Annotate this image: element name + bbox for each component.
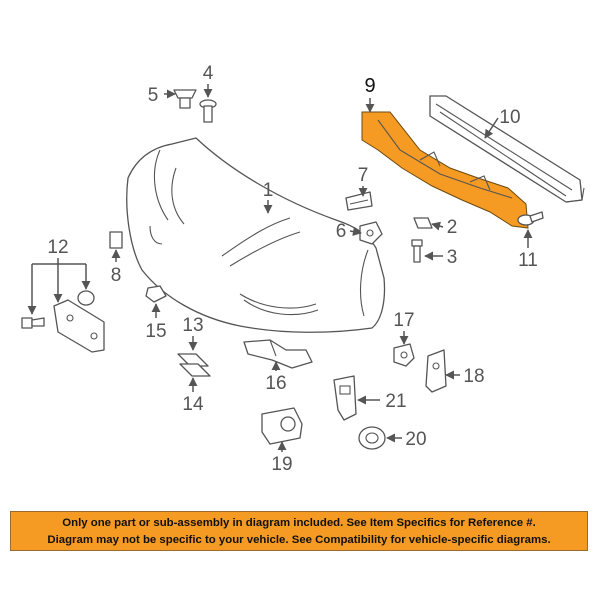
callout-13: 13 (182, 315, 203, 336)
bumper-cover-part (126, 137, 386, 333)
callout-21: 21 (385, 391, 406, 412)
leader-lines (27, 84, 533, 452)
bracket-part-21 (333, 375, 357, 421)
callout-17: 17 (393, 310, 414, 331)
retainer-part-6 (359, 221, 383, 245)
callout-16: 16 (265, 373, 286, 394)
callout-18: 18 (463, 366, 484, 387)
callout-10: 10 (499, 107, 520, 128)
nut-part-2 (413, 217, 433, 229)
reinforcement-bar-part (429, 95, 585, 203)
disclaimer-line-1: Only one part or sub-assembly in diagram… (62, 517, 536, 529)
callout-4: 4 (203, 63, 214, 84)
callout-20: 20 (405, 429, 426, 450)
bracket-part-12 (21, 290, 105, 353)
bolt-part-4 (199, 99, 217, 123)
parking-sensor-part-19 (261, 407, 303, 445)
duct-part-16 (243, 339, 313, 369)
grommet-part-20 (358, 426, 386, 450)
callout-14: 14 (182, 394, 204, 415)
callout-15: 15 (145, 321, 166, 342)
energy-absorber-part (361, 111, 529, 229)
disclaimer-line-2: Diagram may not be specific to your vehi… (47, 534, 551, 546)
disclaimer-banner: Only one part or sub-assembly in diagram… (10, 511, 588, 551)
bolt-part-3 (411, 239, 423, 263)
callout-9: 9 (364, 75, 375, 97)
clip-part-17 (393, 343, 415, 367)
callout-7: 7 (358, 165, 369, 186)
callout-12: 12 (47, 237, 68, 258)
clip-part-8 (109, 231, 123, 249)
callout-3: 3 (447, 247, 458, 268)
bolt-part-11 (517, 211, 544, 226)
clip-part-13-14 (177, 353, 211, 377)
callout-8: 8 (111, 265, 122, 286)
callout-19: 19 (271, 454, 292, 475)
bracket-part-18 (425, 349, 447, 393)
callout-2: 2 (447, 217, 458, 238)
energy-absorber-shape (361, 111, 529, 229)
callout-numbers: 1 2 3 4 5 6 7 8 9 10 11 12 13 14 15 16 1… (47, 63, 537, 475)
callout-6: 6 (336, 221, 347, 242)
bracket-part-7 (345, 191, 373, 211)
clip-part-5 (173, 89, 197, 109)
callout-11: 11 (518, 250, 538, 271)
callout-5: 5 (148, 85, 159, 106)
callout-1: 1 (263, 180, 274, 201)
clip-part-15 (145, 285, 167, 303)
